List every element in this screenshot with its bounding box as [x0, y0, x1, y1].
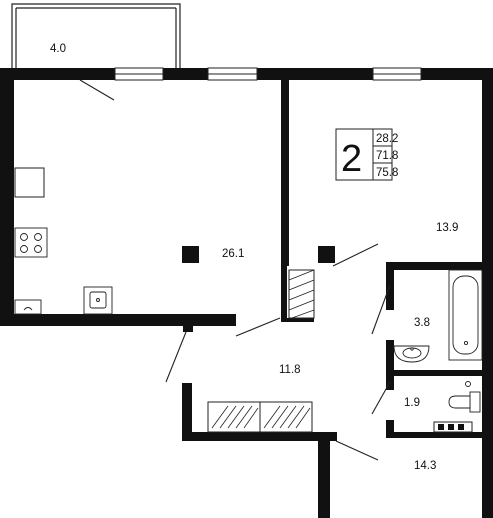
area-bedroom2: 14.3	[414, 460, 436, 472]
area-living: 28.2	[376, 133, 398, 145]
wardrobe	[207, 401, 313, 433]
area-hallway: 11.8	[279, 364, 301, 376]
toilet-bowl	[448, 381, 481, 413]
walls	[0, 68, 493, 518]
kitchen-sink	[83, 286, 113, 315]
windows	[114, 67, 422, 81]
area-toilet: 1.9	[404, 397, 420, 409]
balcony	[11, 3, 181, 68]
radiator	[433, 421, 473, 433]
washbasin	[393, 345, 430, 363]
fridge	[14, 167, 45, 198]
area-bedroom: 13.9	[436, 222, 458, 234]
area-total-with-balcony: 75.8	[376, 167, 398, 179]
area-bathroom: 3.8	[414, 317, 430, 329]
stove	[14, 227, 48, 258]
rooms-count: 2	[341, 138, 362, 180]
area-kitchen-living: 26.1	[222, 248, 244, 260]
bathtub	[448, 269, 483, 361]
kitchen-counter	[14, 299, 42, 315]
apartment-badge: 2 28.2 71.8 75.8	[335, 128, 398, 181]
door-lines	[79, 79, 391, 461]
area-balcony: 4.0	[50, 43, 66, 55]
vent-shaft	[288, 269, 315, 319]
area-total: 71.8	[376, 150, 398, 162]
